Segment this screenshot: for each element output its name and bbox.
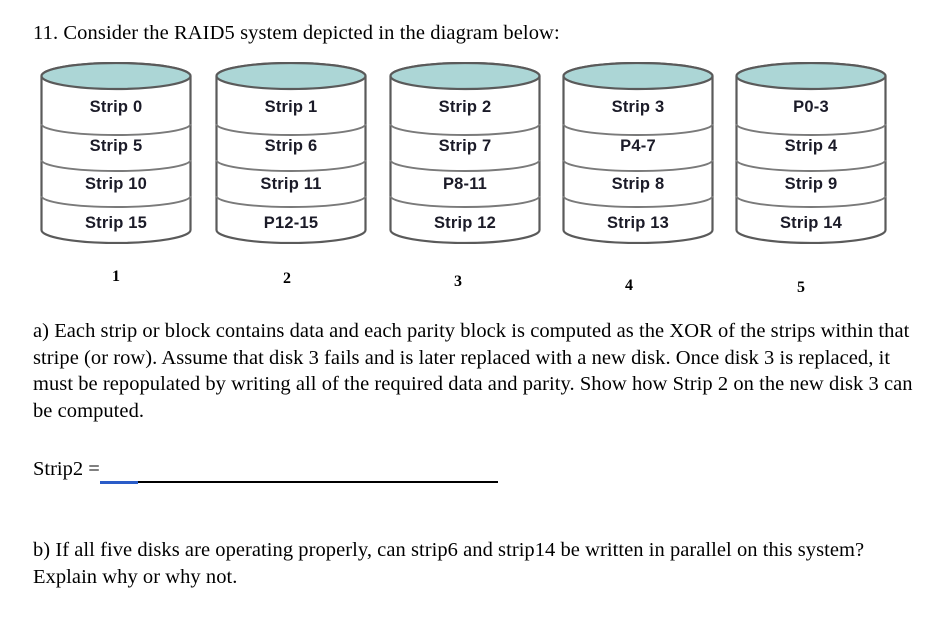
disk-4: Strip 3 P4-7 Strip 8 Strip 13 [562, 62, 714, 244]
disk-1-cylinder-shape [40, 62, 192, 244]
question-part-b-text: b) If all five disks are operating prope… [33, 539, 865, 588]
raid5-disk-diagram: Strip 0 Strip 5 Strip 10 Strip 15 Strip … [0, 58, 943, 308]
strip-cell: P4-7 [620, 136, 656, 155]
strip-cell: Strip 12 [433, 214, 497, 233]
strip-cell: Strip 11 [260, 175, 322, 194]
disk-4-strips: Strip 3 P4-7 Strip 8 Strip 13 [562, 89, 714, 244]
answer-label: Strip2 = [33, 458, 100, 480]
strip-cell: P0-3 [793, 97, 829, 116]
strip-cell: Strip 13 [606, 214, 670, 233]
strip-cell: Strip 7 [438, 136, 492, 155]
strip-cell: Strip 15 [84, 214, 148, 233]
answer-blank-blue-segment [100, 481, 138, 484]
disk-5-strips: P0-3 Strip 4 Strip 9 Strip 14 [735, 89, 887, 244]
strip-cell: Strip 5 [89, 136, 143, 155]
strip-cell: Strip 2 [438, 97, 492, 116]
disk-number-4: 4 [625, 277, 633, 294]
disk-1-strips: Strip 0 Strip 5 Strip 10 Strip 15 [40, 89, 192, 244]
disk-number-1: 1 [112, 268, 120, 285]
disk-5: P0-3 Strip 4 Strip 9 Strip 14 [735, 62, 887, 244]
answer-blank-line[interactable] [100, 481, 498, 484]
disk-3: Strip 2 Strip 7 P8-11 Strip 12 [389, 62, 541, 244]
answer-blank-black-segment [138, 481, 498, 483]
disk-3-cylinder-shape [389, 62, 541, 244]
disk-2-strips: Strip 1 Strip 6 Strip 11 P12-15 [215, 89, 367, 244]
strip-cell: Strip 1 [264, 97, 318, 116]
disk-number-3: 3 [454, 273, 462, 290]
disk-2: Strip 1 Strip 6 Strip 11 P12-15 [215, 62, 367, 244]
strip-cell: Strip 4 [784, 136, 838, 155]
strip-cell: P12-15 [263, 214, 319, 233]
strip-cell: Strip 3 [611, 97, 665, 116]
strip-cell: Strip 8 [611, 175, 665, 194]
disk-2-cylinder-shape [215, 62, 367, 244]
disk-4-cylinder-shape [562, 62, 714, 244]
strip-cell: Strip 10 [84, 175, 148, 194]
strip-cell: Strip 0 [89, 97, 143, 116]
strip-cell: P8-11 [442, 175, 488, 194]
question-part-a-text: a) Each strip or block contains data and… [33, 320, 913, 422]
disk-number-2: 2 [283, 270, 291, 287]
disk-3-strips: Strip 2 Strip 7 P8-11 Strip 12 [389, 89, 541, 244]
strip-cell: Strip 9 [784, 175, 838, 194]
disk-5-cylinder-shape [735, 62, 887, 244]
disk-number-5: 5 [797, 279, 805, 296]
page-title: 11. Consider the RAID5 system depicted i… [33, 22, 560, 44]
answer-row: Strip2 = [33, 458, 100, 490]
strip-cell: Strip 6 [264, 136, 318, 155]
disk-1: Strip 0 Strip 5 Strip 10 Strip 15 [40, 62, 192, 244]
strip-cell: Strip 14 [779, 214, 843, 233]
